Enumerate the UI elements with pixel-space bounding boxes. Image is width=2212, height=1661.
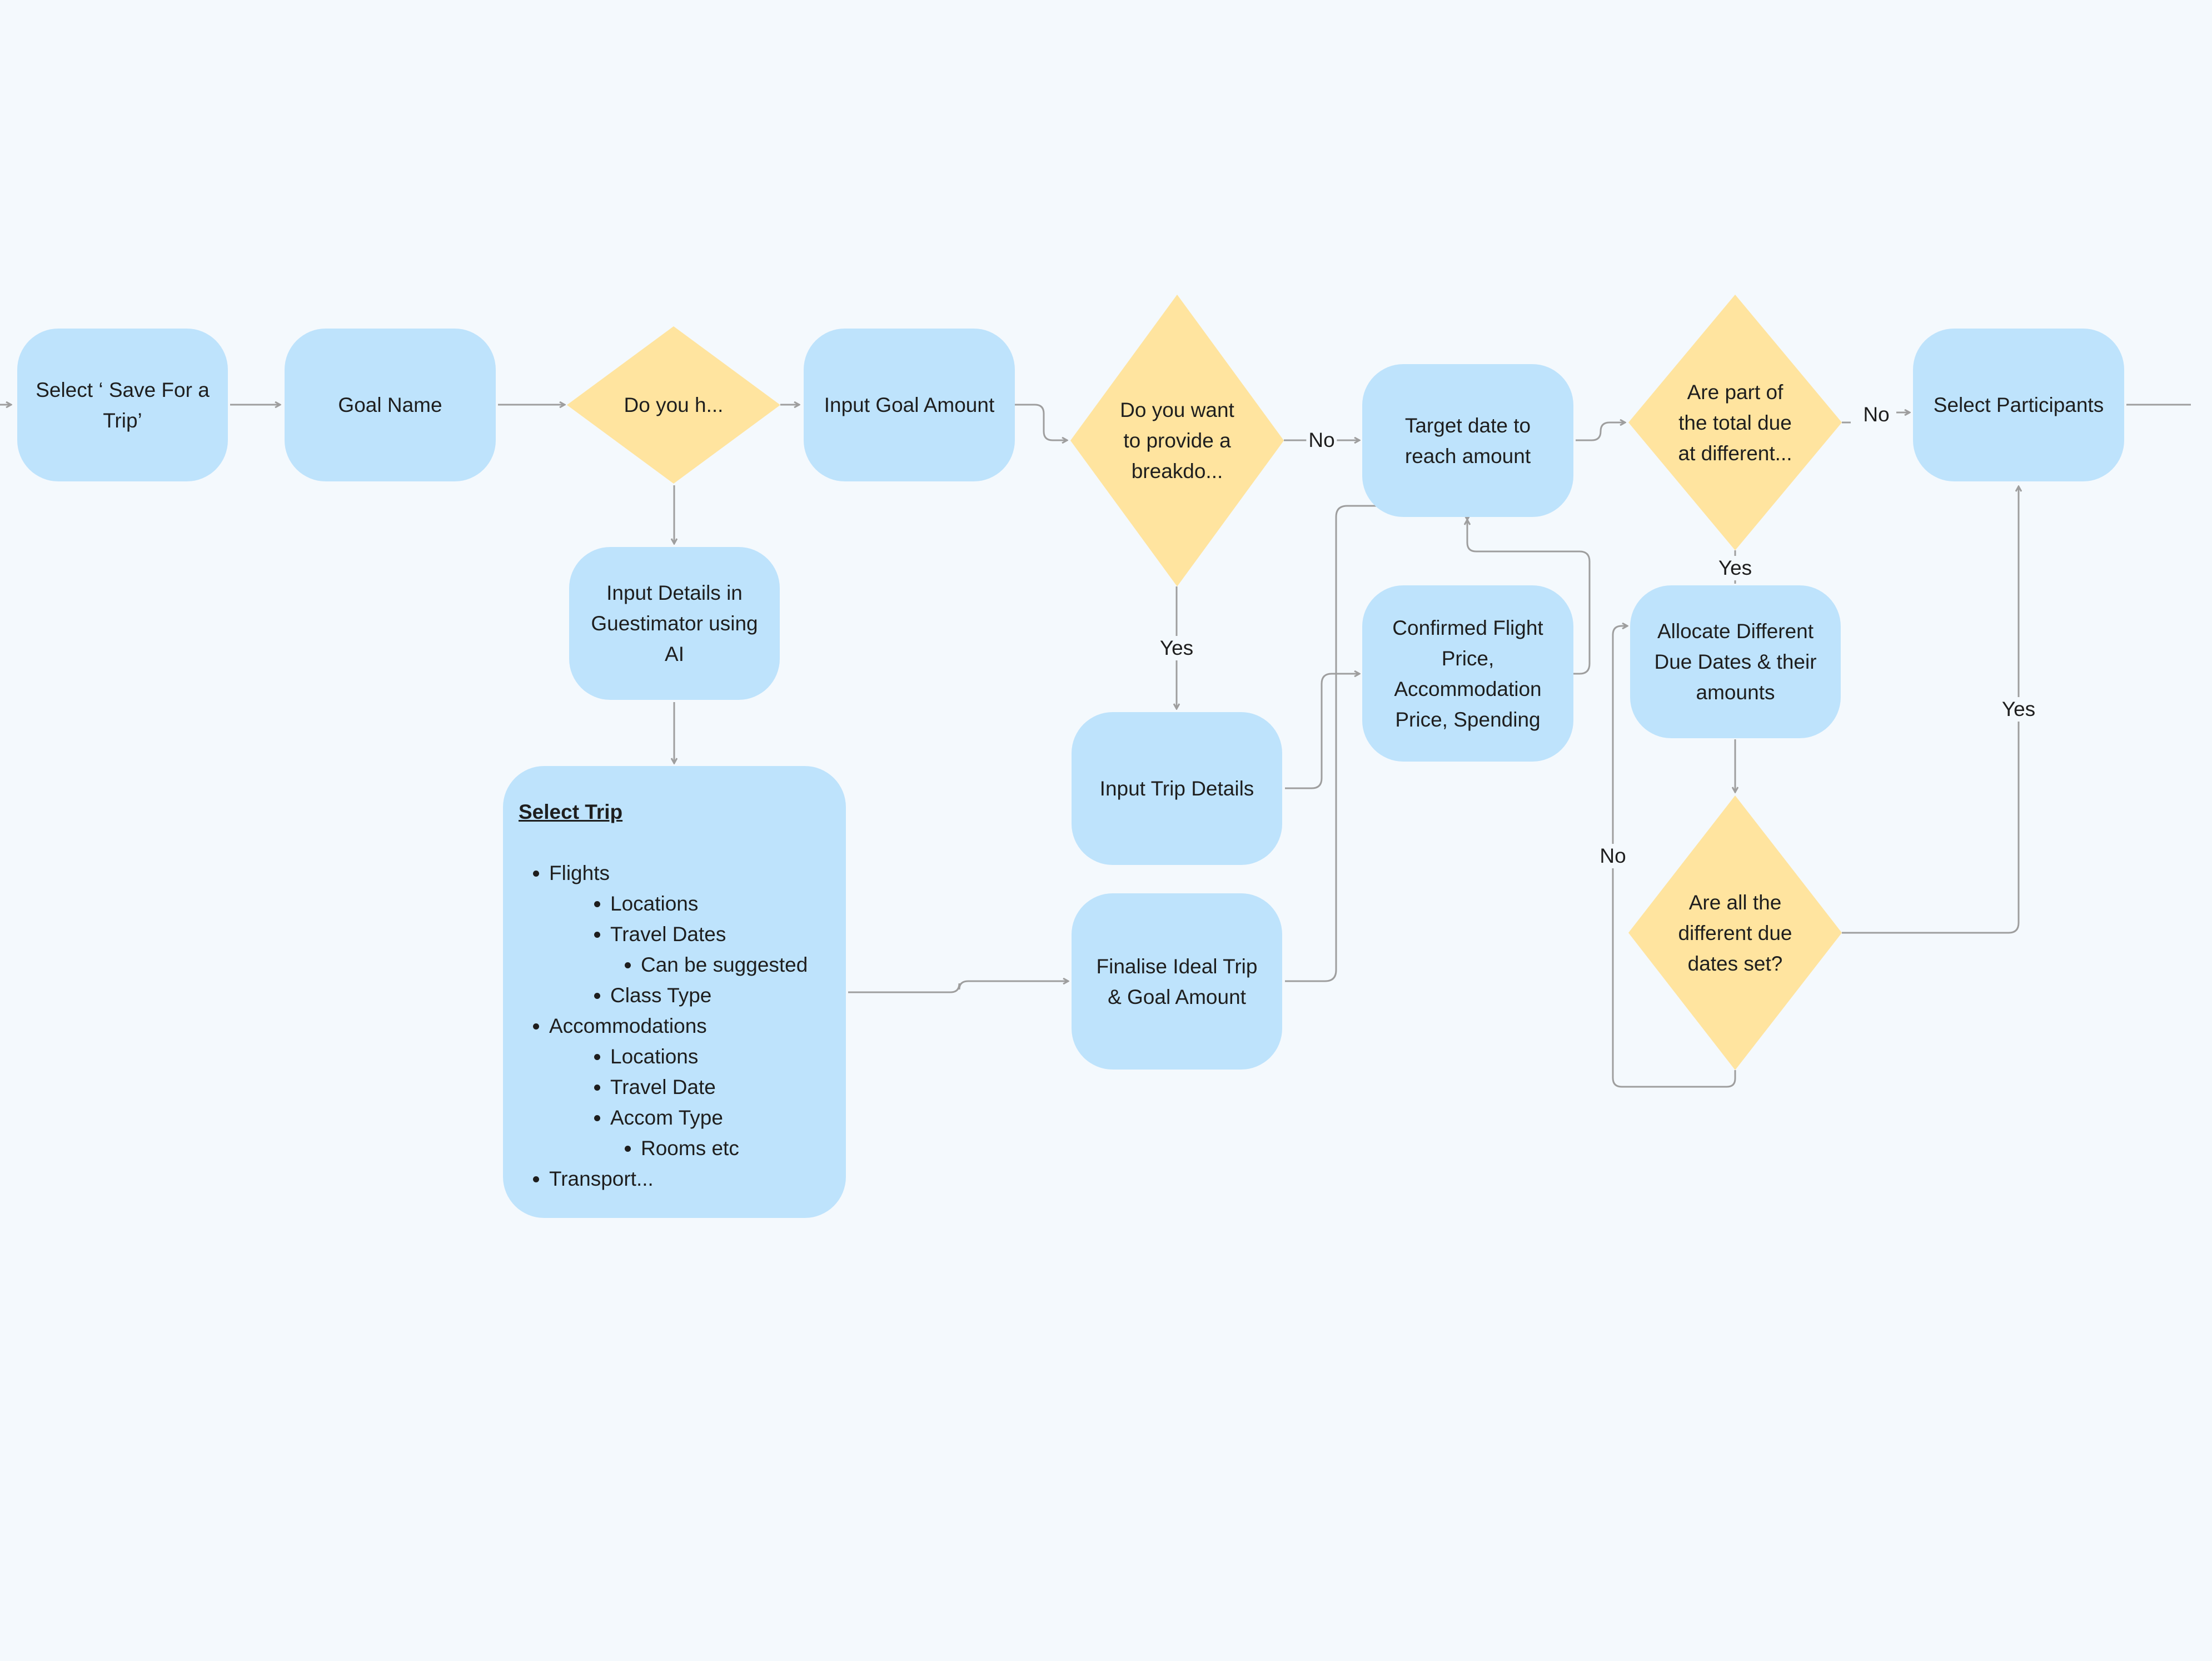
node-confirmed-prices[interactable]: Confirmed Flight Price, Accommodation Pr… (1362, 585, 1573, 762)
node-select-save-for-trip[interactable]: Select ‘ Save For a Trip’ (17, 329, 228, 481)
node-finalise-ideal-trip[interactable]: Finalise Ideal Trip & Goal Amount (1072, 893, 1282, 1070)
select-trip-title: Select Trip (519, 800, 623, 823)
list-item: Rooms etc (641, 1133, 829, 1163)
edge-label-breakdown-no: No (1306, 428, 1337, 452)
decision-breakdown[interactable]: Do you want to provide a breakdo... (1070, 295, 1284, 586)
edge-select-trip-to-finalise (848, 981, 1068, 993)
edge-label-breakdown-yes: Yes (1157, 636, 1196, 660)
select-trip-list: Flights Locations Travel Dates Can be su… (519, 858, 829, 1194)
edge-label-total-yes: Yes (1716, 556, 1755, 580)
list-item: Accom Type Rooms etc (610, 1102, 829, 1163)
node-input-goal-amount[interactable]: Input Goal Amount (804, 329, 1015, 481)
decision-all-dates-set[interactable]: Are all the different due dates set? (1628, 795, 1842, 1070)
list-item: Class Type (610, 980, 829, 1011)
node-select-trip[interactable]: Select Trip Flights Locations Travel Dat… (503, 766, 846, 1218)
edge-label-dates-no: No (1597, 844, 1628, 868)
edge-decision-dates-no-to-allocate (1612, 626, 1736, 1088)
node-input-trip-details[interactable]: Input Trip Details (1072, 712, 1282, 865)
node-allocate-due-dates[interactable]: Allocate Different Due Dates & their amo… (1630, 585, 1841, 738)
list-item: Accommodations Locations Travel Date Acc… (549, 1011, 829, 1163)
list-item: Travel Date (610, 1072, 829, 1102)
list-item: Transport... (549, 1163, 829, 1194)
edge-target-date-to-decision-total (1576, 422, 1625, 441)
edge-label-total-no: No (1861, 402, 1892, 427)
list-item: Locations (610, 888, 829, 919)
edge-input-goal-amount-to-decision-breakdown (1015, 404, 1067, 440)
edge-label-dates-yes: Yes (1999, 697, 2038, 722)
edge-decision-dates-yes-to-select-participants (1842, 486, 2019, 934)
list-item: Travel Dates Can be suggested (610, 919, 829, 980)
node-select-participants[interactable]: Select Participants (1913, 329, 2124, 481)
node-input-details-ai[interactable]: Input Details in Guestimator using AI (569, 547, 780, 700)
decision-part-of-total[interactable]: Are part of the total due at different..… (1628, 295, 1842, 550)
edge-confirmed-prices-to-target-date (1467, 520, 1591, 675)
list-item: Flights Locations Travel Dates Can be su… (549, 858, 829, 1011)
list-item: Locations (610, 1041, 829, 1072)
decision-do-you-have[interactable]: Do you h... (567, 326, 780, 484)
edge-input-trip-details-to-confirmed-prices (1285, 674, 1359, 789)
list-item: Can be suggested (641, 949, 829, 980)
node-target-date[interactable]: Target date to reach amount (1362, 364, 1573, 517)
node-goal-name[interactable]: Goal Name (285, 329, 496, 481)
edge-decision-total-no-to-select-participants (1842, 412, 1910, 424)
